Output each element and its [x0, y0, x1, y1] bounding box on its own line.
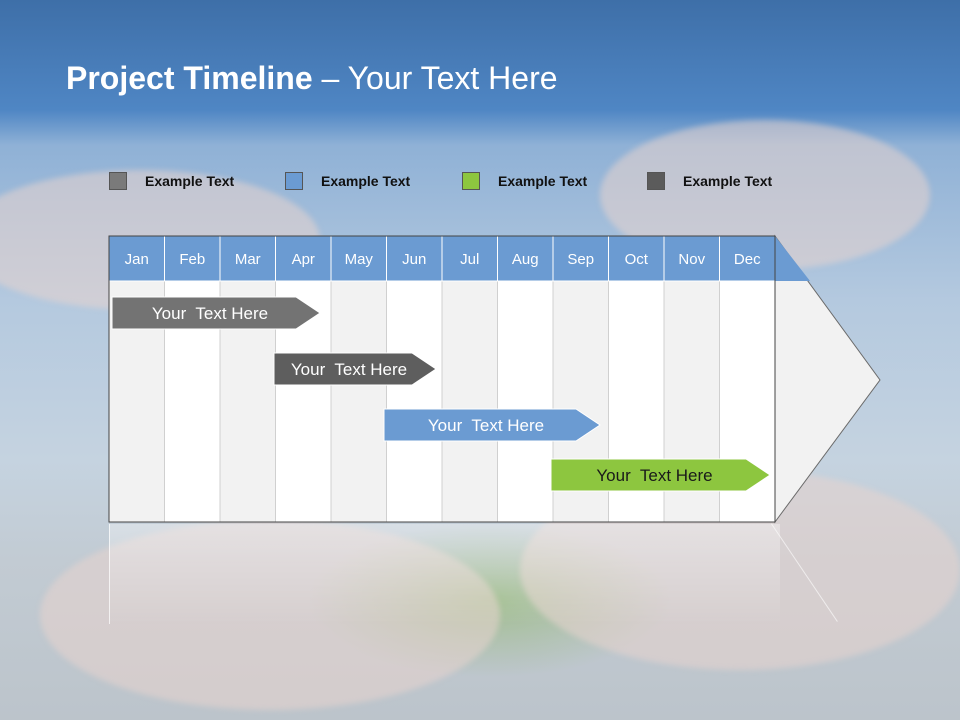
timeline-frame	[108, 235, 776, 523]
month-header-cell	[552, 235, 609, 282]
legend-swatch-4	[647, 172, 665, 190]
title-rest: – Your Text Here	[312, 60, 558, 96]
month-header-cell	[108, 235, 165, 282]
legend-label-4: Example Text	[683, 173, 773, 189]
slide-title: Project Timeline – Your Text Here	[66, 60, 558, 97]
task-bar	[550, 458, 771, 492]
month-label: Mar	[235, 251, 261, 268]
month-column	[441, 280, 498, 523]
task-bar-label: Your Text Here	[596, 466, 712, 485]
hand-bottom-left	[40, 520, 500, 710]
legend-swatch-2	[285, 172, 303, 190]
month-column	[330, 280, 387, 523]
month-label: Jan	[125, 251, 149, 268]
title-bold: Project Timeline	[66, 60, 313, 96]
legend-swatch-1	[109, 172, 127, 190]
month-label: Aug	[512, 251, 539, 268]
month-label: Feb	[179, 251, 205, 268]
task-bar-label: Your Text Here	[291, 360, 407, 379]
timeline-reflection	[109, 524, 780, 624]
task-bar	[383, 408, 601, 442]
month-label: Jul	[460, 251, 479, 268]
legend-label-1: Example Text	[145, 173, 235, 189]
task-bar-label: Your Text Here	[152, 304, 268, 323]
month-header-cell	[164, 235, 221, 282]
task-bar-label: Your Text Here	[428, 416, 544, 435]
month-header-cell	[275, 235, 332, 282]
task-bar	[111, 296, 321, 330]
legend-label-3: Example Text	[498, 173, 588, 189]
month-label: Oct	[625, 251, 649, 268]
legend-swatch-3	[462, 172, 480, 190]
month-label: Apr	[292, 251, 315, 268]
timeline-arrow-header	[775, 236, 810, 281]
month-column	[497, 280, 554, 523]
legend-item-3: Example Text	[462, 171, 587, 191]
legend-item-4: Example Text	[647, 171, 772, 191]
month-header-cell	[497, 235, 554, 282]
month-label: May	[345, 251, 374, 268]
month-label: Jun	[402, 251, 426, 268]
month-label: Nov	[678, 251, 705, 268]
legend-item-1: Example Text	[109, 171, 234, 191]
legend-item-2: Example Text	[285, 171, 410, 191]
legend-label-2: Example Text	[321, 173, 411, 189]
month-label: Sep	[567, 251, 594, 268]
task-bar	[273, 352, 437, 386]
month-header-cell	[719, 235, 776, 282]
month-column	[386, 280, 443, 523]
month-label: Dec	[734, 251, 761, 268]
